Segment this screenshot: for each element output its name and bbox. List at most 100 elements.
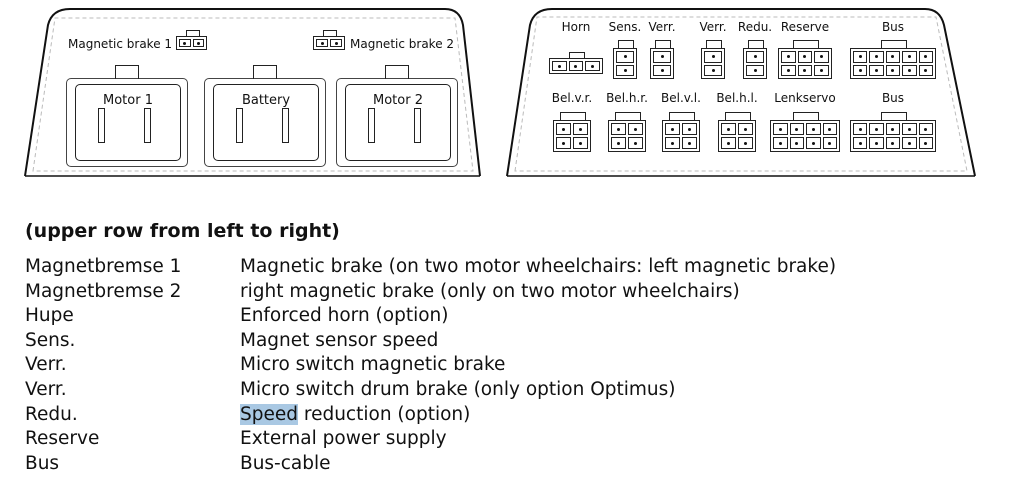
horn-connector [549,52,603,74]
legend-term: Reserve [25,428,100,450]
connector-pin [746,51,764,63]
socket-slot [282,108,289,143]
verr-connector-latch [706,40,722,49]
connector-pin [918,64,933,76]
legend-term: Bus [25,452,60,474]
verr-connector-latch [655,40,671,49]
legend-term: Magnetbremse 1 [25,256,182,277]
connector-pin [746,64,764,76]
verr-connector-body [701,48,725,79]
connector-pin [853,64,868,76]
legend-description: External power supply [240,428,447,449]
legend-description-text: Magnetic brake (on two motor wheelchairs… [240,256,837,277]
legend-term: Sens. [25,329,76,351]
reserve-connector-label: Reserve [780,20,830,34]
connector-pin [781,64,796,76]
connector-pin [585,61,600,71]
verr-connector [650,40,674,79]
legend-description: Bus-cable [240,453,331,474]
magnetic-brake-2-connector [313,30,345,50]
bus-connector-body [850,120,936,152]
right-panel-outline [506,8,976,177]
redu-connector-label: Redu. [737,20,773,34]
panel-outlines [24,8,976,177]
legend-term: Verr. [25,379,67,400]
horn-connector-label: Horn [561,20,591,34]
connector-pin [738,137,753,149]
connector-pin [316,39,328,47]
verr-connector-body [650,48,674,79]
connector-pin [330,39,342,47]
highlighted-text: Speed [240,403,298,425]
verr-connector-label: Verr. [699,20,727,34]
redu-connector-body [743,48,767,79]
motor-1-socket-latch [115,65,139,79]
redu-connector-latch [748,40,764,49]
legend-description-text: reduction (option) [298,403,471,425]
connector-pin [869,51,884,63]
motor-1-socket-frame: Motor 1 [75,84,181,161]
socket-slot [368,108,375,143]
sens-connector-latch [618,40,634,49]
legend-description-text: External power supply [240,428,447,450]
horn-connector-latch [569,52,585,59]
connector-pin [885,123,901,135]
connector-pin [797,64,813,76]
lenkservo-connector-label: Lenkservo [774,91,836,105]
sens-connector-label: Sens. [608,20,642,34]
left-panel-outline [24,8,481,177]
connector-pin [902,123,917,135]
connector-pin [902,64,917,76]
bel-v-r-connector [553,112,591,152]
connector-pin [789,137,804,149]
motor-1-socket-label: Motor 1 [103,93,153,108]
bel-v-l-connector-latch [669,112,695,121]
connector-pin [628,123,643,135]
legend-description: Enforced horn (option) [240,305,449,326]
legend-term: Magnetbremse 2 [25,280,182,302]
connector-pin [682,137,697,149]
connector-pin [885,51,901,63]
connector-pin [773,137,788,149]
bus-connector-body [850,48,936,79]
bus-connector-label: Bus [881,20,905,34]
reserve-connector-body [778,48,832,79]
connector-pin [573,123,588,135]
verr-connector-label: Verr. [648,20,676,34]
lenkservo-connector-body [770,120,840,152]
connector-pin [918,123,933,135]
legend-heading: (upper row from left to right) [25,220,340,242]
socket-slot [414,108,421,143]
connector-pin [556,123,571,135]
connector-pin [822,137,837,149]
magnetic-brake-2-connector-latch [323,30,337,37]
redu-connector [743,40,767,79]
bel-h-l-connector-label: Bel.h.l. [716,91,758,105]
legend-description: Magnet sensor speed [240,330,438,351]
connector-pin [721,123,736,135]
bus-connector-label: Bus [881,91,905,105]
lenkservo-connector [770,112,840,152]
legend-description: Micro switch drum brake (only option Opt… [240,379,676,400]
reserve-connector [778,40,832,79]
bel-h-r-connector-latch [615,112,641,121]
bel-v-l-connector-body [662,120,700,152]
magnetic-brake-1-connector-latch [185,30,200,37]
bus-connector-latch [881,112,907,121]
connector-pin [869,123,884,135]
sens-connector [613,40,637,79]
connector-pin [797,51,813,63]
connector-pin [568,61,584,71]
bus-connector-latch [881,40,907,49]
connector-pin [918,51,933,63]
legend-term: Redu. [25,403,78,425]
bel-v-l-connector-label: Bel.v.l. [661,91,701,105]
legend-term: Verr. [25,354,67,376]
bel-h-r-connector [608,112,646,152]
connector-pin [806,123,821,135]
legend-description: Speed reduction (option) [240,403,471,425]
battery-socket-label: Battery [241,93,291,108]
battery-socket-frame: Battery [213,84,319,161]
bel-h-l-connector-latch [725,112,751,121]
connector-pin [853,137,868,149]
